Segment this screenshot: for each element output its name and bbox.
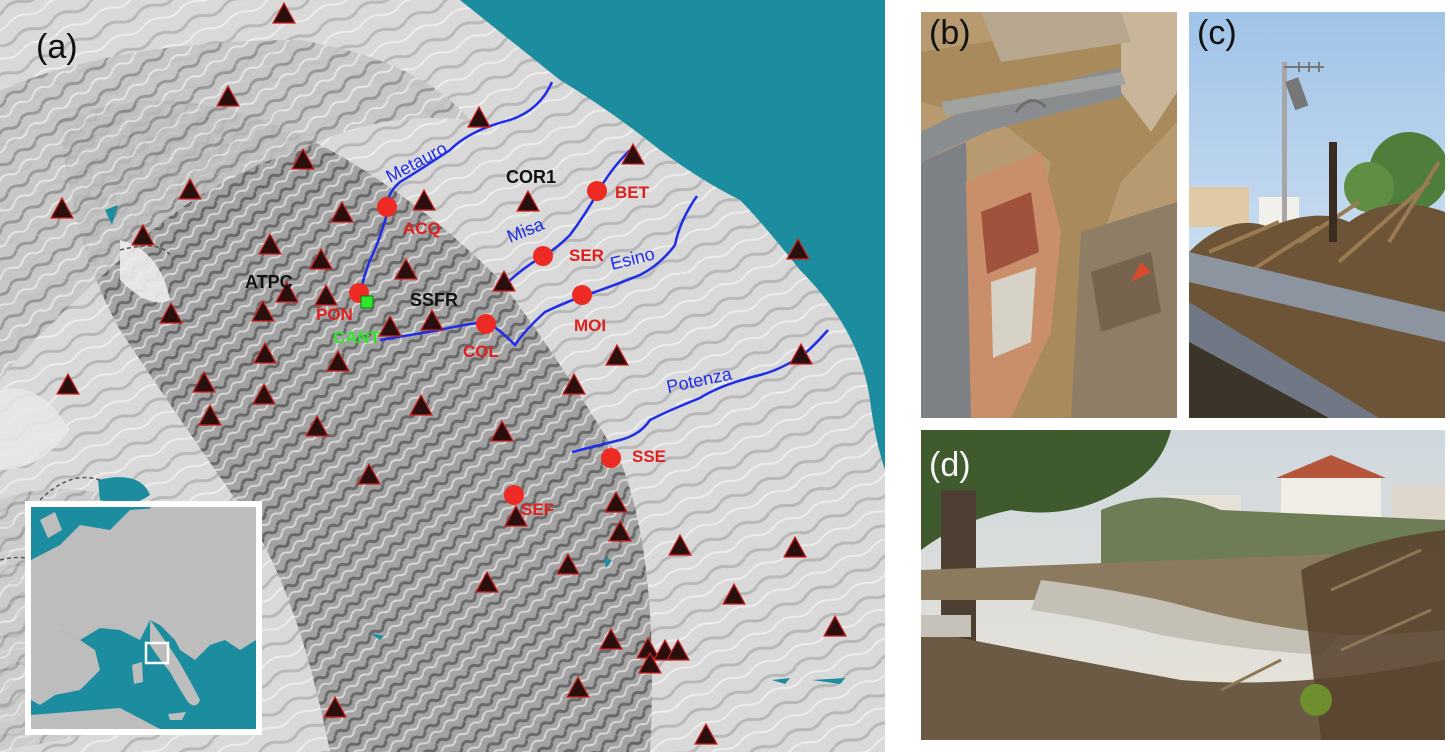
triangle-station-marker[interactable]: [489, 419, 515, 442]
triangle-station-marker[interactable]: [271, 1, 297, 24]
river-misa: [504, 149, 631, 286]
relief-map: Metauro Misa Esino Potenza ACQ BET SER M…: [0, 0, 885, 752]
triangle-station-marker[interactable]: [474, 570, 500, 593]
triangle-station-marker[interactable]: [620, 142, 646, 165]
map-panel: Metauro Misa Esino Potenza ACQ BET SER M…: [0, 0, 885, 752]
triangle-station-marker[interactable]: [555, 552, 581, 575]
triangle-station-marker[interactable]: [393, 257, 419, 280]
triangle-station-marker[interactable]: [325, 349, 351, 372]
triangle-station-marker[interactable]: [667, 533, 693, 556]
triangle-station-marker[interactable]: [377, 314, 403, 337]
station-label-atpc: ATPC: [245, 272, 293, 292]
triangle-station-marker[interactable]: [721, 582, 747, 605]
study-area-box: [144, 641, 170, 665]
adriatic-sea: [460, 0, 885, 470]
triangle-station-marker[interactable]: [419, 308, 445, 331]
triangle-station-marker[interactable]: [637, 651, 663, 674]
triangle-station-marker[interactable]: [290, 147, 316, 170]
red-station-markers: [349, 181, 621, 505]
triangle-station-marker[interactable]: [466, 105, 492, 128]
station-label-cant: CANT: [333, 328, 381, 347]
triangle-station-marker[interactable]: [322, 695, 348, 718]
river-metauro: [358, 81, 554, 299]
station-marker-ser[interactable]: [533, 246, 553, 266]
triangle-station-marker[interactable]: [304, 414, 330, 437]
triangle-station-marker[interactable]: [408, 393, 434, 416]
station-marker-col[interactable]: [476, 314, 496, 334]
triangle-station-marker[interactable]: [491, 269, 517, 292]
triangle-station-marker[interactable]: [565, 675, 591, 698]
triangle-station-marker[interactable]: [604, 343, 630, 366]
panel-label-a: (a): [36, 28, 78, 66]
triangle-station-marker[interactable]: [782, 535, 808, 558]
station-marker-moi[interactable]: [572, 285, 592, 305]
triangle-station-marker[interactable]: [197, 403, 223, 426]
triangle-station-marker[interactable]: [177, 177, 203, 200]
triangle-station-marker[interactable]: [49, 196, 75, 219]
triangle-station-marker[interactable]: [55, 372, 81, 395]
triangle-station-marker[interactable]: [257, 232, 283, 255]
triangle-station-marker[interactable]: [130, 223, 156, 246]
station-label-pon: PON: [316, 305, 353, 324]
triangle-station-marker[interactable]: [308, 247, 334, 270]
river-esino: [379, 195, 699, 347]
triangle-station-marker[interactable]: [822, 614, 848, 637]
mountain-relief: [60, 100, 652, 752]
station-label-bet: BET: [615, 183, 650, 202]
triangle-station-marker[interactable]: [598, 627, 624, 650]
triangle-station-marker[interactable]: [215, 84, 241, 107]
triangle-station-marker[interactable]: [274, 280, 300, 303]
triangle-station-marker[interactable]: [251, 382, 277, 405]
station-label-sef: SEF: [521, 500, 554, 519]
station-label-ssfr: SSFR: [410, 290, 458, 310]
station-label-col: COL: [463, 342, 499, 361]
triangle-station-marker[interactable]: [603, 490, 629, 513]
panel-label-d: (d): [929, 446, 971, 484]
triangle-station-marker[interactable]: [411, 188, 437, 211]
triangle-station-marker[interactable]: [561, 372, 587, 395]
station-marker-acq[interactable]: [377, 197, 397, 217]
station-label-ser: SER: [569, 246, 604, 265]
triangle-station-marker[interactable]: [785, 237, 811, 260]
station-marker-sef[interactable]: [504, 485, 524, 505]
station-marker-cant[interactable]: [360, 295, 374, 309]
triangle-station-marker[interactable]: [250, 299, 276, 322]
triangle-station-marker[interactable]: [329, 200, 355, 223]
station-label-acq: ACQ: [403, 219, 441, 238]
photo-flooded-bridge: (b): [921, 12, 1177, 418]
station-label-moi: MOI: [574, 316, 606, 335]
station-marker-bet[interactable]: [587, 181, 607, 201]
station-label-sse: SSE: [632, 447, 666, 466]
triangle-station-marker[interactable]: [665, 638, 691, 661]
triangle-station-marker[interactable]: [158, 301, 184, 324]
triangle-station-marker[interactable]: [313, 283, 339, 306]
triangle-station-marker[interactable]: [356, 462, 382, 485]
triangle-station-marker[interactable]: [503, 504, 529, 527]
lake: [98, 477, 150, 504]
triangle-markers: [49, 1, 848, 745]
triangle-station-marker[interactable]: [252, 341, 278, 364]
panel-label-b: (b): [929, 14, 971, 52]
triangle-station-marker[interactable]: [693, 722, 719, 745]
photo-debris-barrier: (c): [1189, 12, 1445, 418]
station-label-cor1: COR1: [506, 167, 556, 187]
triangle-station-marker[interactable]: [515, 189, 541, 212]
triangle-station-marker[interactable]: [788, 342, 814, 365]
photo-riverbank-damage: (d): [921, 430, 1445, 740]
europe-inset-map: [25, 501, 262, 735]
triangle-station-marker[interactable]: [191, 370, 217, 393]
panel-label-c: (c): [1197, 14, 1237, 52]
station-marker-sse[interactable]: [601, 448, 621, 468]
triangle-station-marker[interactable]: [607, 519, 633, 542]
